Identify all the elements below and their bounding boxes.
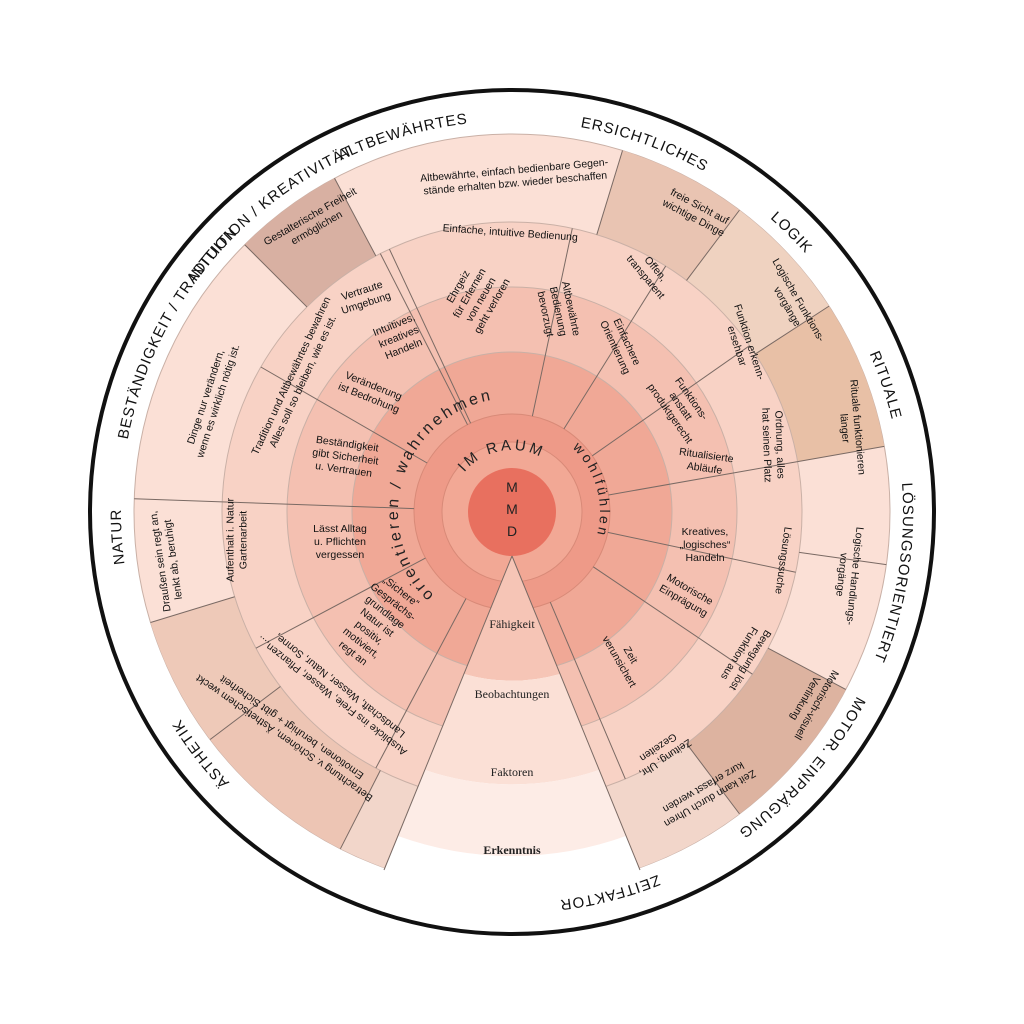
inner-divider [549,602,626,780]
cell-line: länger [837,413,852,444]
outer-label-8: NATUR [108,509,128,566]
cell-aufenthalt: Aufenthalt i. NaturGartenarbeit [225,497,250,582]
outer-divider [150,596,235,623]
outer-divider [686,209,740,281]
outer-divider [334,178,377,257]
cell-kreatives: Kreatives,„logisches“Handeln [680,526,731,564]
legend-band-2 [425,674,599,785]
inner-divider [260,366,428,464]
side-label-0: Fähigkeit [489,617,535,631]
photo-wedge [755,306,885,462]
cell-line: Ordnung, alles [772,410,786,479]
cell-line: Gartenarbeit [238,511,250,569]
cell-line: Aufenthalt i. Natur [225,497,237,582]
outer-divider [686,743,740,815]
legend-band-1 [464,556,560,681]
cell-line: Abläufe [686,460,723,477]
outer-divider [134,498,223,503]
inner-divider [388,248,472,424]
inner-divider [255,557,426,649]
side-label-2: Faktoren [491,765,534,779]
outer-divider [596,150,623,235]
inner-divider [607,531,796,573]
inner-divider [592,566,753,675]
outer-divider [339,770,381,850]
cell-line: Handeln [685,552,724,564]
legend-right-edge [511,555,641,871]
outer-divider [797,445,885,463]
side-label-3: Erkenntnis [483,843,541,857]
side-label-1: Beobachtungen [475,687,550,701]
inner-divider [222,501,415,510]
core-letter: M [506,479,518,495]
legend-left-edge [383,555,513,871]
inner-divider [379,253,468,425]
core-letter: M [506,501,518,517]
cell-line: u. Pflichten [314,536,366,548]
outer-divider [799,551,887,566]
photo-wedge [210,686,381,849]
inner-divider [563,265,667,430]
outer-divider [767,647,846,690]
cell-ordnung: Ordnung, alleshat seinen Platz [759,407,787,483]
inner-divider [531,228,573,417]
core-letters: MMD [506,479,518,539]
inner-divider [608,461,798,496]
cell-line: vergessen [316,549,365,561]
inner-divider [591,345,750,457]
inner-divider [375,598,467,769]
photo-wedge [686,648,846,814]
cell-line: vorgänge [833,552,850,597]
outer-divider [244,244,308,308]
outer-divider [754,305,830,355]
legend-band-3 [398,770,626,856]
core-circle [468,468,556,556]
cell-line: hat seinen Platz [759,408,774,483]
sector-dividers [134,150,887,850]
photo-wedge [244,178,376,307]
cell-ritualisierte: RitualisierteAbläufe [677,446,735,478]
cell-line: Kreatives, [682,526,729,538]
photo-wedge [686,210,830,355]
outer-divider [209,686,281,740]
core-letter: D [507,523,517,539]
cell-line: Lässt Alltag [313,523,367,535]
cell-line: „logisches“ [680,539,731,551]
